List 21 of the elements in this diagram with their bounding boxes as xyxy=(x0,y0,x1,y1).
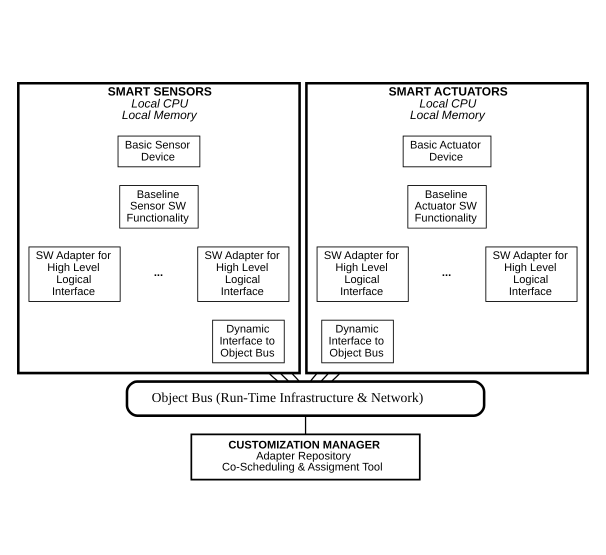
label: ... xyxy=(154,266,164,279)
connector xyxy=(304,415,306,434)
node-box: Object Bus (Run-Time Infrastructure & Network) xyxy=(126,380,486,416)
node-box: SW Adapter for High Level Logical Interface xyxy=(316,246,409,302)
node-box: Dynamic Interface to Object Bus xyxy=(321,319,394,363)
node-box: SW Adapter for High Level Logical Interface xyxy=(197,246,290,302)
connector xyxy=(268,372,278,382)
connector xyxy=(331,372,341,382)
node-box: Baseline Actuator SW Functionality xyxy=(407,184,487,228)
node-box: SW Adapter for High Level Logical Interface xyxy=(485,246,578,302)
connector xyxy=(280,372,289,382)
node-box: Baseline Sensor SW Functionality xyxy=(119,184,199,228)
connector xyxy=(291,372,300,382)
connector xyxy=(310,372,318,382)
connector xyxy=(320,372,330,382)
node-box: SW Adapter for High Level Logical Interface xyxy=(28,246,121,302)
node-box: Basic Actuator Device xyxy=(402,135,492,167)
node-box: Basic Sensor Device xyxy=(118,135,200,167)
label: ... xyxy=(442,266,452,279)
node-box: Dynamic Interface to Object Bus xyxy=(212,319,285,363)
node-box: CUSTOMIZATION MANAGER Adapter Repository Co-Scheduling & Assigment Tool xyxy=(190,433,421,480)
